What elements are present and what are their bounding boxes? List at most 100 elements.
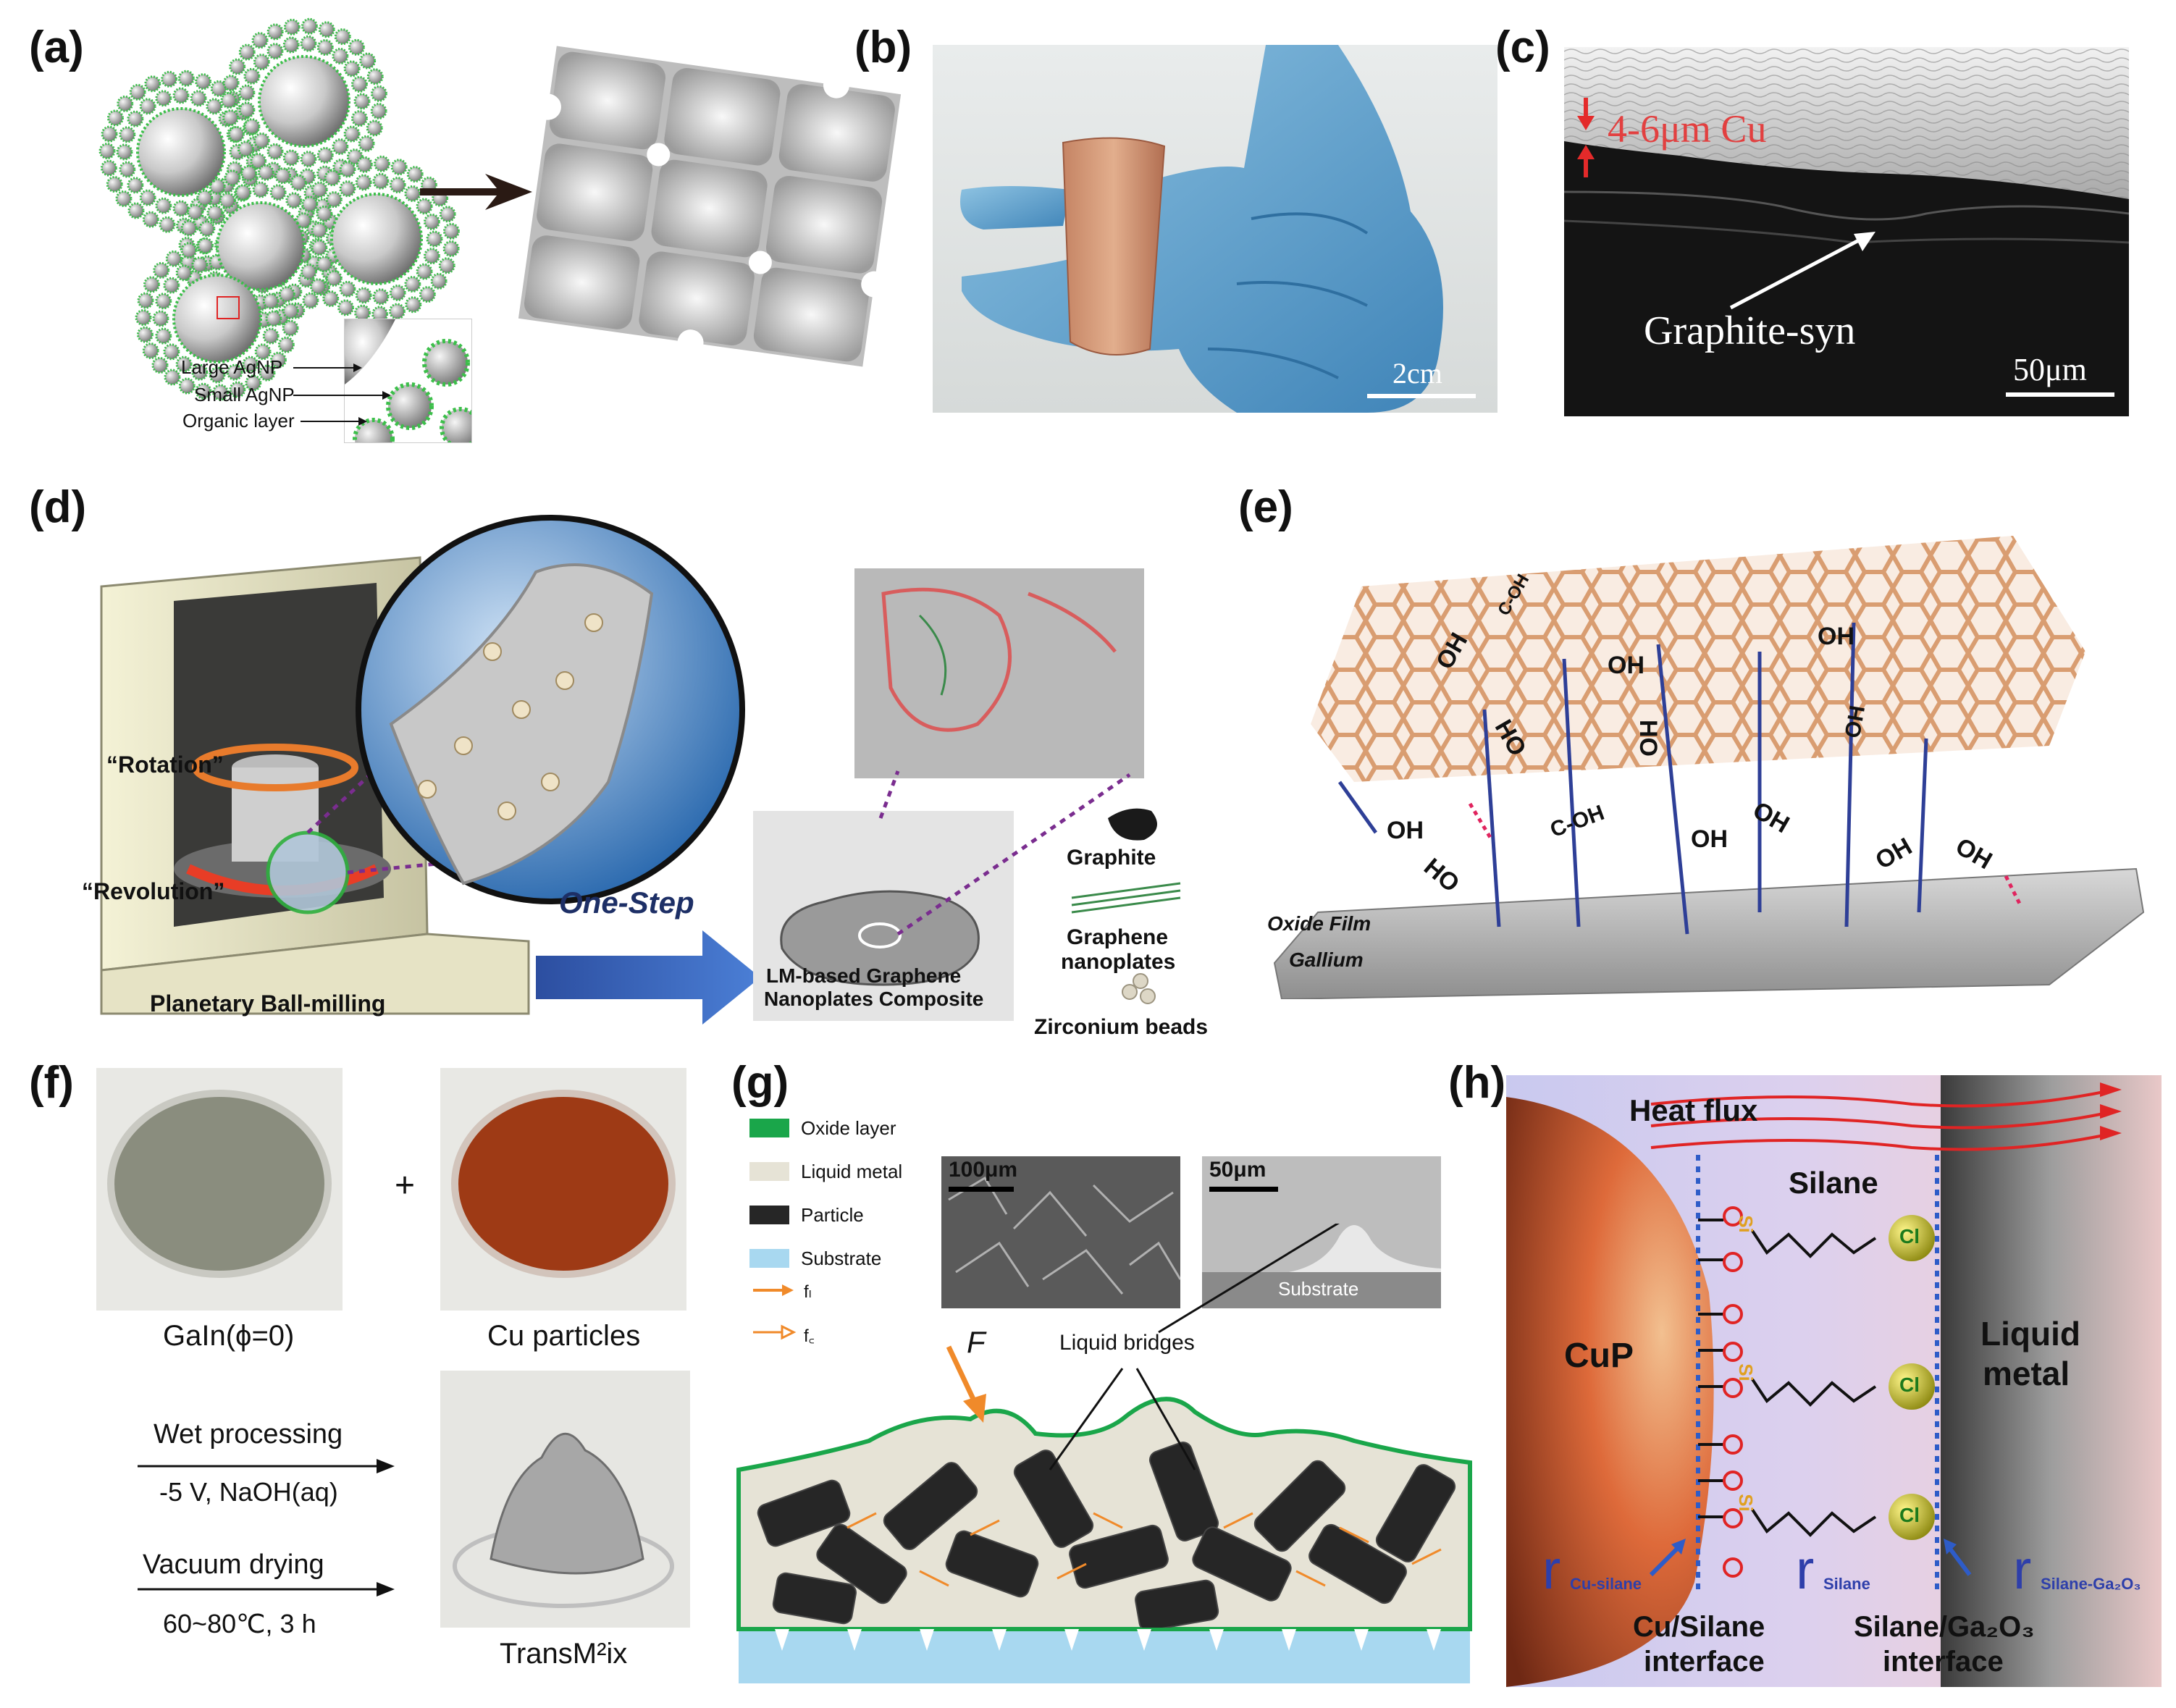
small-agnp — [251, 32, 269, 49]
small-agnp — [353, 93, 371, 110]
small-agnp — [142, 211, 159, 228]
small-agnp — [439, 206, 456, 223]
small-agnp — [209, 366, 226, 384]
small-agnp — [278, 285, 295, 303]
g-legend-swatch — [749, 1162, 789, 1181]
small-agnp — [282, 149, 300, 167]
small-agnp — [285, 192, 303, 209]
small-agnp — [371, 306, 389, 323]
panel-a-label: (a) — [29, 22, 84, 72]
small-agnp — [119, 161, 136, 178]
force-legend-fl: fₗ — [804, 1282, 812, 1302]
small-agnp — [332, 138, 349, 156]
small-agnp — [190, 90, 207, 107]
small-agnp — [282, 36, 300, 54]
small-agnp — [155, 90, 172, 107]
small-agnp — [135, 309, 152, 327]
small-agnp — [222, 109, 239, 127]
sem-image-1: 100μm — [941, 1156, 1180, 1308]
small-agnp — [423, 213, 440, 230]
small-agnp — [282, 319, 299, 337]
small-agnp — [325, 269, 343, 287]
small-agnp — [172, 200, 190, 217]
cup-label: CuP — [1564, 1337, 1634, 1375]
small-agnp — [359, 52, 377, 70]
panel-e-label: (e) — [1238, 482, 1293, 532]
small-agnp — [253, 132, 270, 149]
small-agnp — [229, 381, 246, 398]
small-agnp — [238, 43, 256, 61]
small-agnp — [366, 119, 383, 137]
small-agnp — [339, 161, 356, 178]
g-legend-text: Particle — [801, 1203, 864, 1226]
small-agnp — [442, 222, 460, 240]
group-oh-2: OH — [1608, 652, 1644, 679]
nanoplates-label: nanoplates — [1061, 950, 1176, 974]
si-label-1: Si — [1734, 1215, 1757, 1233]
composite-caption-1: LM-based Graphene — [766, 964, 962, 987]
small-agnp — [416, 198, 433, 215]
small-agnp — [311, 222, 328, 239]
oxide-film-label: Oxide Film — [1267, 912, 1371, 935]
small-agnp — [348, 38, 365, 56]
small-agnp — [309, 278, 327, 295]
small-agnp — [274, 167, 292, 185]
g-legend-item: Liquid metal — [749, 1150, 902, 1193]
legend-leaders — [293, 363, 391, 426]
small-agnp — [196, 189, 214, 206]
small-agnp — [442, 240, 460, 257]
group-ho-2: HO — [1634, 720, 1662, 757]
small-agnp — [237, 140, 254, 158]
step1-top: Wet processing — [154, 1419, 343, 1450]
group-oh-7: OH — [1691, 825, 1728, 853]
small-agnp — [163, 343, 180, 361]
small-agnp — [354, 304, 371, 321]
small-agnp — [419, 286, 436, 303]
photo-gain-dish — [96, 1068, 343, 1311]
small-agnp — [143, 276, 160, 293]
small-agnp — [139, 98, 156, 115]
heat-flux-label: Heat flux — [1629, 1093, 1758, 1127]
g-legend-swatch — [749, 1249, 789, 1268]
revolution-label: “Revolution” — [82, 878, 225, 904]
small-agnp — [197, 237, 214, 254]
interface2-label-2: interface — [1883, 1646, 2004, 1678]
small-agnp — [127, 110, 144, 127]
small-agnp — [302, 292, 319, 309]
panel-d-label: (d) — [29, 482, 87, 532]
small-agnp — [266, 43, 284, 60]
small-agnp — [180, 242, 198, 259]
small-agnp — [245, 374, 262, 392]
cu-thickness-label: 4-6μm Cu — [1608, 107, 1767, 151]
small-agnp — [269, 351, 287, 369]
small-agnp — [339, 280, 356, 298]
small-agnp — [106, 109, 124, 127]
small-agnp — [195, 73, 212, 91]
small-agnp — [277, 336, 295, 353]
graphite-label: Graphite — [1067, 846, 1156, 870]
force-f-label: F — [967, 1325, 986, 1359]
sem2-substrate-label: Substrate — [1278, 1278, 1359, 1300]
small-agnp — [262, 293, 280, 310]
liquid-bridge-diagram — [736, 1224, 1472, 1683]
sem1-scale-label: 100μm — [949, 1158, 1018, 1182]
small-agnp — [262, 327, 280, 345]
small-agnp — [343, 60, 361, 77]
force-legend-arrows — [753, 1284, 797, 1340]
small-agnp — [404, 276, 421, 293]
small-agnp — [129, 83, 146, 101]
small-agnp — [389, 284, 406, 301]
small-agnp — [155, 197, 172, 214]
liquid-metal-label-1: Liquid — [1980, 1315, 2080, 1352]
gain-caption: GaIn(ϕ=0) — [163, 1320, 295, 1352]
small-agnp — [243, 67, 261, 85]
photo-glove: 2cm — [933, 45, 1497, 413]
panel-c-label: (c) — [1495, 22, 1550, 72]
g-legend-item: Oxide layer — [749, 1106, 902, 1150]
small-agnp — [191, 363, 209, 381]
gallium-label: Gallium — [1289, 948, 1364, 971]
graphite-syn-label: Graphite-syn — [1644, 308, 1856, 353]
step2-bottom: 60~80℃, 3 h — [163, 1609, 316, 1638]
small-agnp — [316, 146, 334, 164]
small-agnp — [117, 95, 134, 112]
